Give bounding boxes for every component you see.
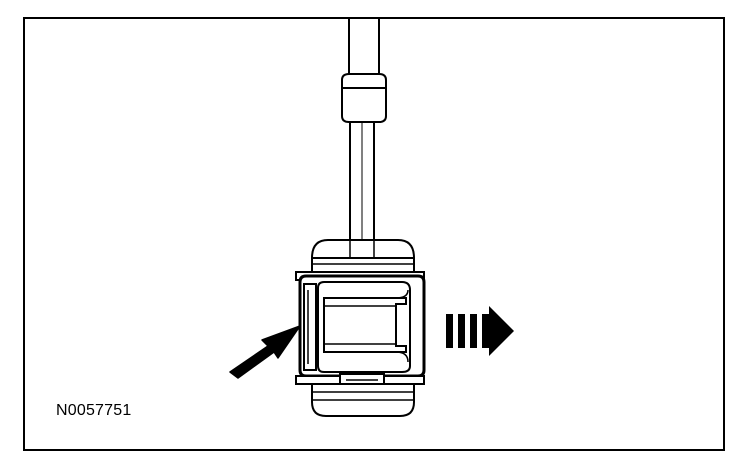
connector-housing [295,239,425,281]
cable [341,18,387,251]
arrow-push-icon [229,325,301,379]
arrow-slide-dashed-icon [446,306,514,356]
locking-slider [298,274,426,378]
figure-id-label: N0057751 [56,402,132,419]
connector-front [295,373,425,417]
